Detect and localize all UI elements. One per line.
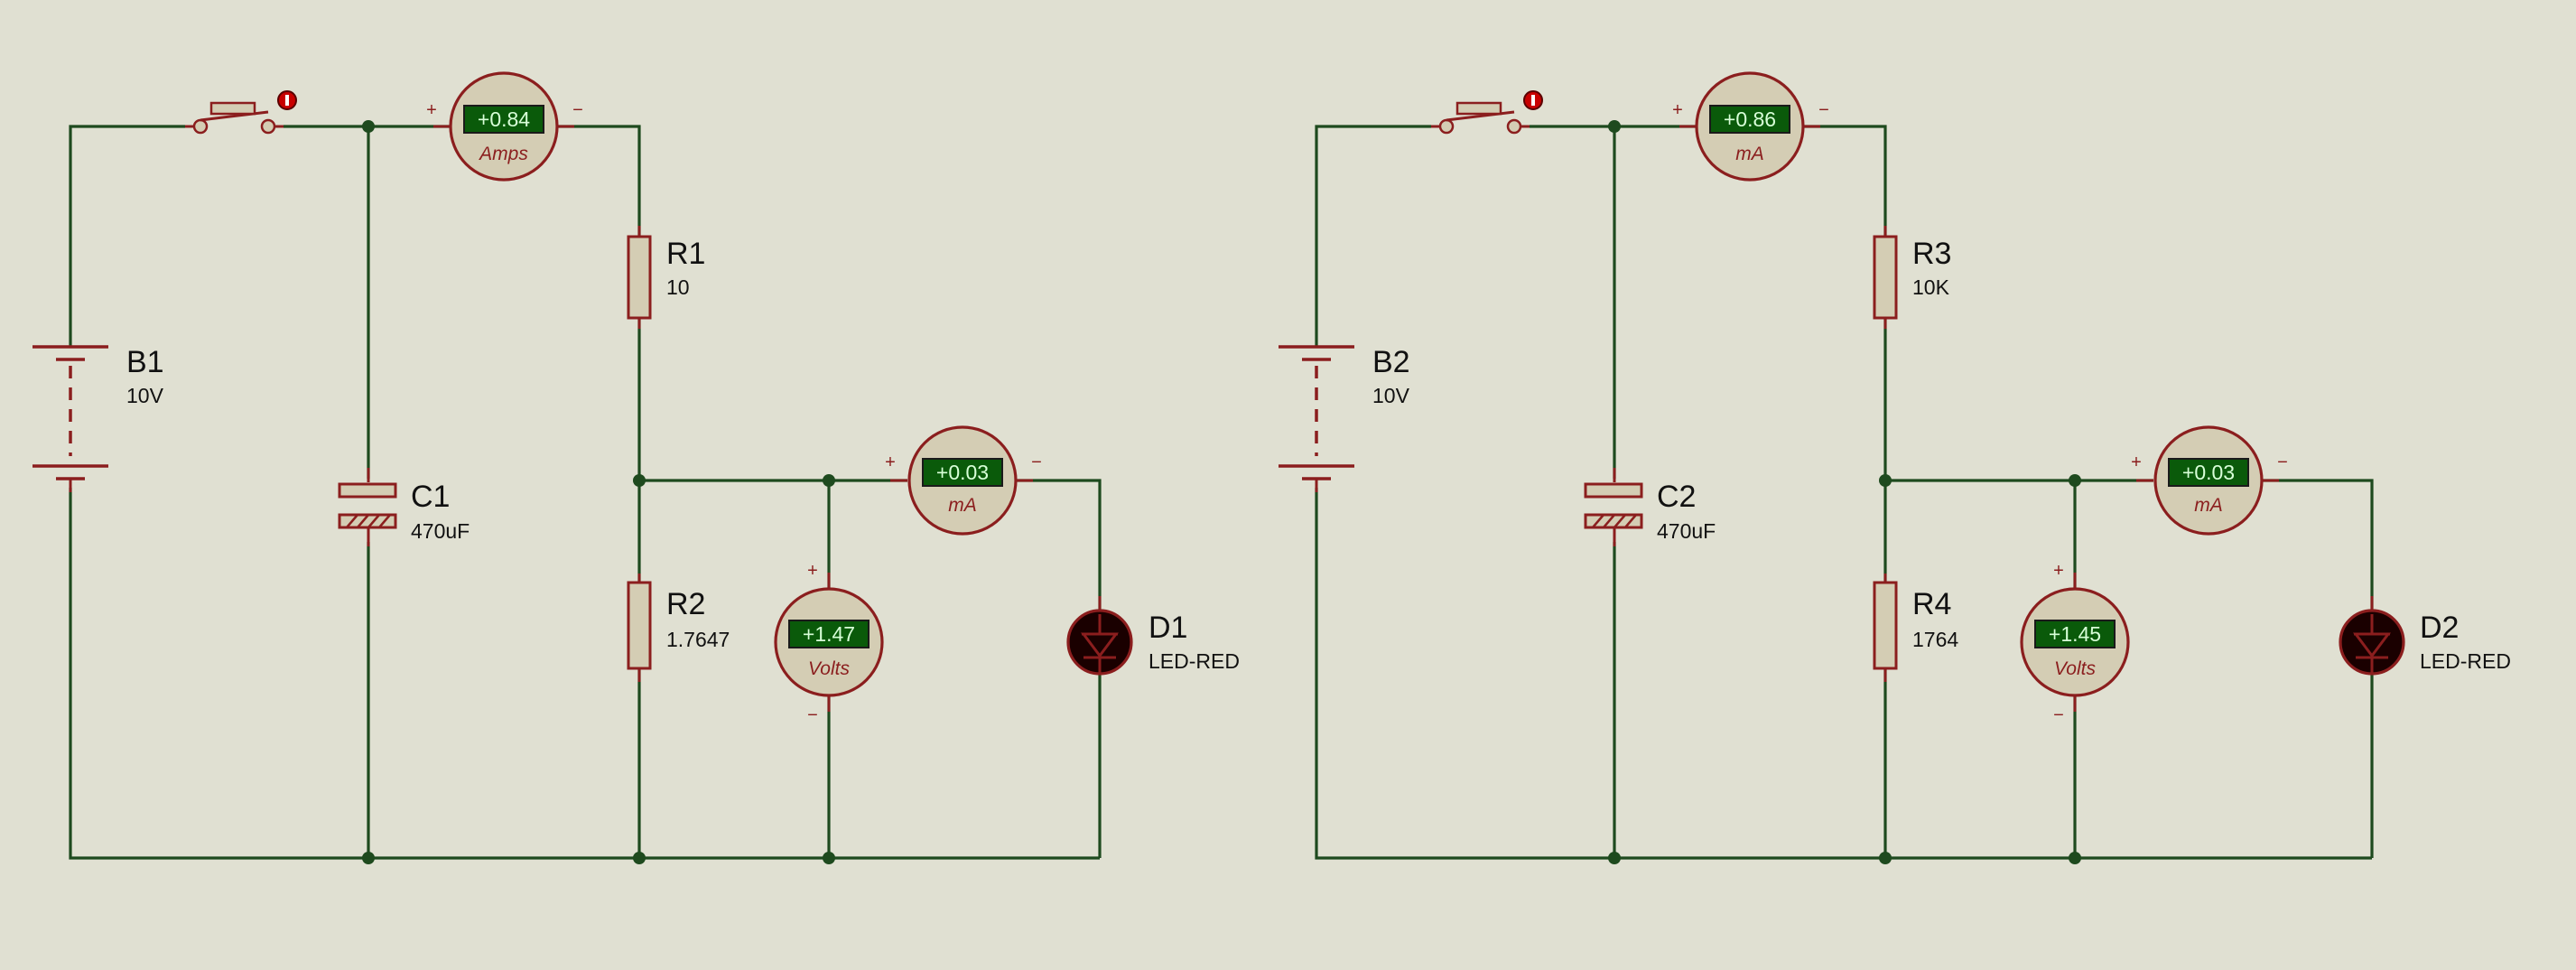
meter-reading: +0.03 — [936, 461, 989, 484]
meter-reading: +0.84 — [478, 107, 530, 131]
plus-terminal-label: + — [807, 561, 818, 581]
led-diode[interactable]: D1 LED-RED — [1066, 596, 1240, 676]
meter-unit: mA — [948, 495, 977, 516]
led-ref: D1 — [1149, 611, 1187, 645]
plus-terminal-label: + — [2131, 452, 2142, 472]
meter-reading: +0.86 — [1724, 107, 1776, 131]
meter-reading: +1.47 — [803, 622, 855, 646]
circuit-1-wires — [69, 125, 1102, 860]
battery-b2[interactable]: B2 10V — [1279, 345, 1410, 492]
led-ref: D2 — [2420, 611, 2459, 645]
circuit-2: B2 10V C2 470uF — [1279, 71, 2511, 864]
voltmeter[interactable]: +1.45 Volts + − — [2020, 561, 2130, 725]
battery-b1[interactable]: B1 10V — [33, 345, 164, 492]
voltmeter[interactable]: +1.47 Volts + − — [774, 561, 884, 725]
plus-terminal-label: + — [1672, 100, 1683, 120]
resistor-ref: R2 — [666, 587, 705, 621]
battery-value: 10V — [1372, 384, 1410, 407]
pushbutton-switch-icon[interactable] — [1431, 90, 1543, 135]
led-value: LED-RED — [2420, 649, 2511, 673]
battery-ref: B2 — [1372, 345, 1410, 379]
resistor-ref: R4 — [1912, 587, 1951, 621]
minus-terminal-label: − — [2053, 705, 2064, 725]
minus-terminal-label: − — [1031, 452, 1042, 472]
capacitor-value: 470uF — [411, 519, 470, 543]
resistor-r4[interactable]: R4 1764 — [1873, 574, 1958, 682]
capacitor-c1[interactable]: C1 470uF — [338, 468, 470, 546]
minus-terminal-label: − — [807, 705, 818, 725]
battery-ref: B1 — [126, 345, 164, 379]
meter-unit: Amps — [478, 144, 528, 164]
meter-unit: Volts — [808, 658, 850, 679]
ammeter-main[interactable]: +0.86 mA + − — [1672, 71, 1829, 182]
capacitor-value: 470uF — [1657, 519, 1716, 543]
resistor-value: 1.7647 — [666, 628, 730, 651]
resistor-r1[interactable]: R1 10 — [627, 226, 705, 329]
resistor-value: 10K — [1912, 275, 1950, 299]
resistor-r3[interactable]: R3 10K — [1873, 226, 1951, 329]
resistor-value: 10 — [666, 275, 690, 299]
circuit-2-junctions — [1608, 120, 2081, 864]
capacitor-c2[interactable]: C2 470uF — [1584, 468, 1716, 546]
resistor-r2[interactable]: R2 1.7647 — [627, 574, 730, 682]
meter-unit: Volts — [2054, 658, 2096, 679]
minus-terminal-label: − — [572, 100, 583, 120]
meter-unit: mA — [1735, 144, 1764, 164]
meter-reading: +1.45 — [2049, 622, 2101, 646]
minus-terminal-label: − — [2277, 452, 2288, 472]
led-value: LED-RED — [1149, 649, 1240, 673]
plus-terminal-label: + — [426, 100, 437, 120]
resistor-value: 1764 — [1912, 628, 1958, 651]
circuit-1-junctions — [362, 120, 835, 864]
red-indicator-icon — [1523, 90, 1543, 110]
capacitor-ref: C2 — [1657, 480, 1696, 514]
plus-terminal-label: + — [2053, 561, 2064, 581]
meter-unit: mA — [2194, 495, 2223, 516]
ammeter-main[interactable]: +0.84 Amps + − — [426, 71, 583, 182]
meter-reading: +0.03 — [2182, 461, 2235, 484]
red-indicator-icon — [277, 90, 297, 110]
plus-terminal-label: + — [885, 452, 896, 472]
led-diode[interactable]: D2 LED-RED — [2339, 596, 2511, 676]
resistor-ref: R3 — [1912, 237, 1951, 271]
circuit-1: B1 10V C1 470uF — [33, 71, 1240, 864]
ammeter-led[interactable]: +0.03 mA + − — [2131, 425, 2288, 536]
battery-value: 10V — [126, 384, 164, 407]
minus-terminal-label: − — [1818, 100, 1829, 120]
resistor-ref: R1 — [666, 237, 705, 271]
circuit-2-wires — [1315, 125, 2374, 860]
capacitor-ref: C1 — [411, 480, 450, 514]
ammeter-led[interactable]: +0.03 mA + − — [885, 425, 1042, 536]
pushbutton-switch-icon[interactable] — [185, 90, 297, 135]
